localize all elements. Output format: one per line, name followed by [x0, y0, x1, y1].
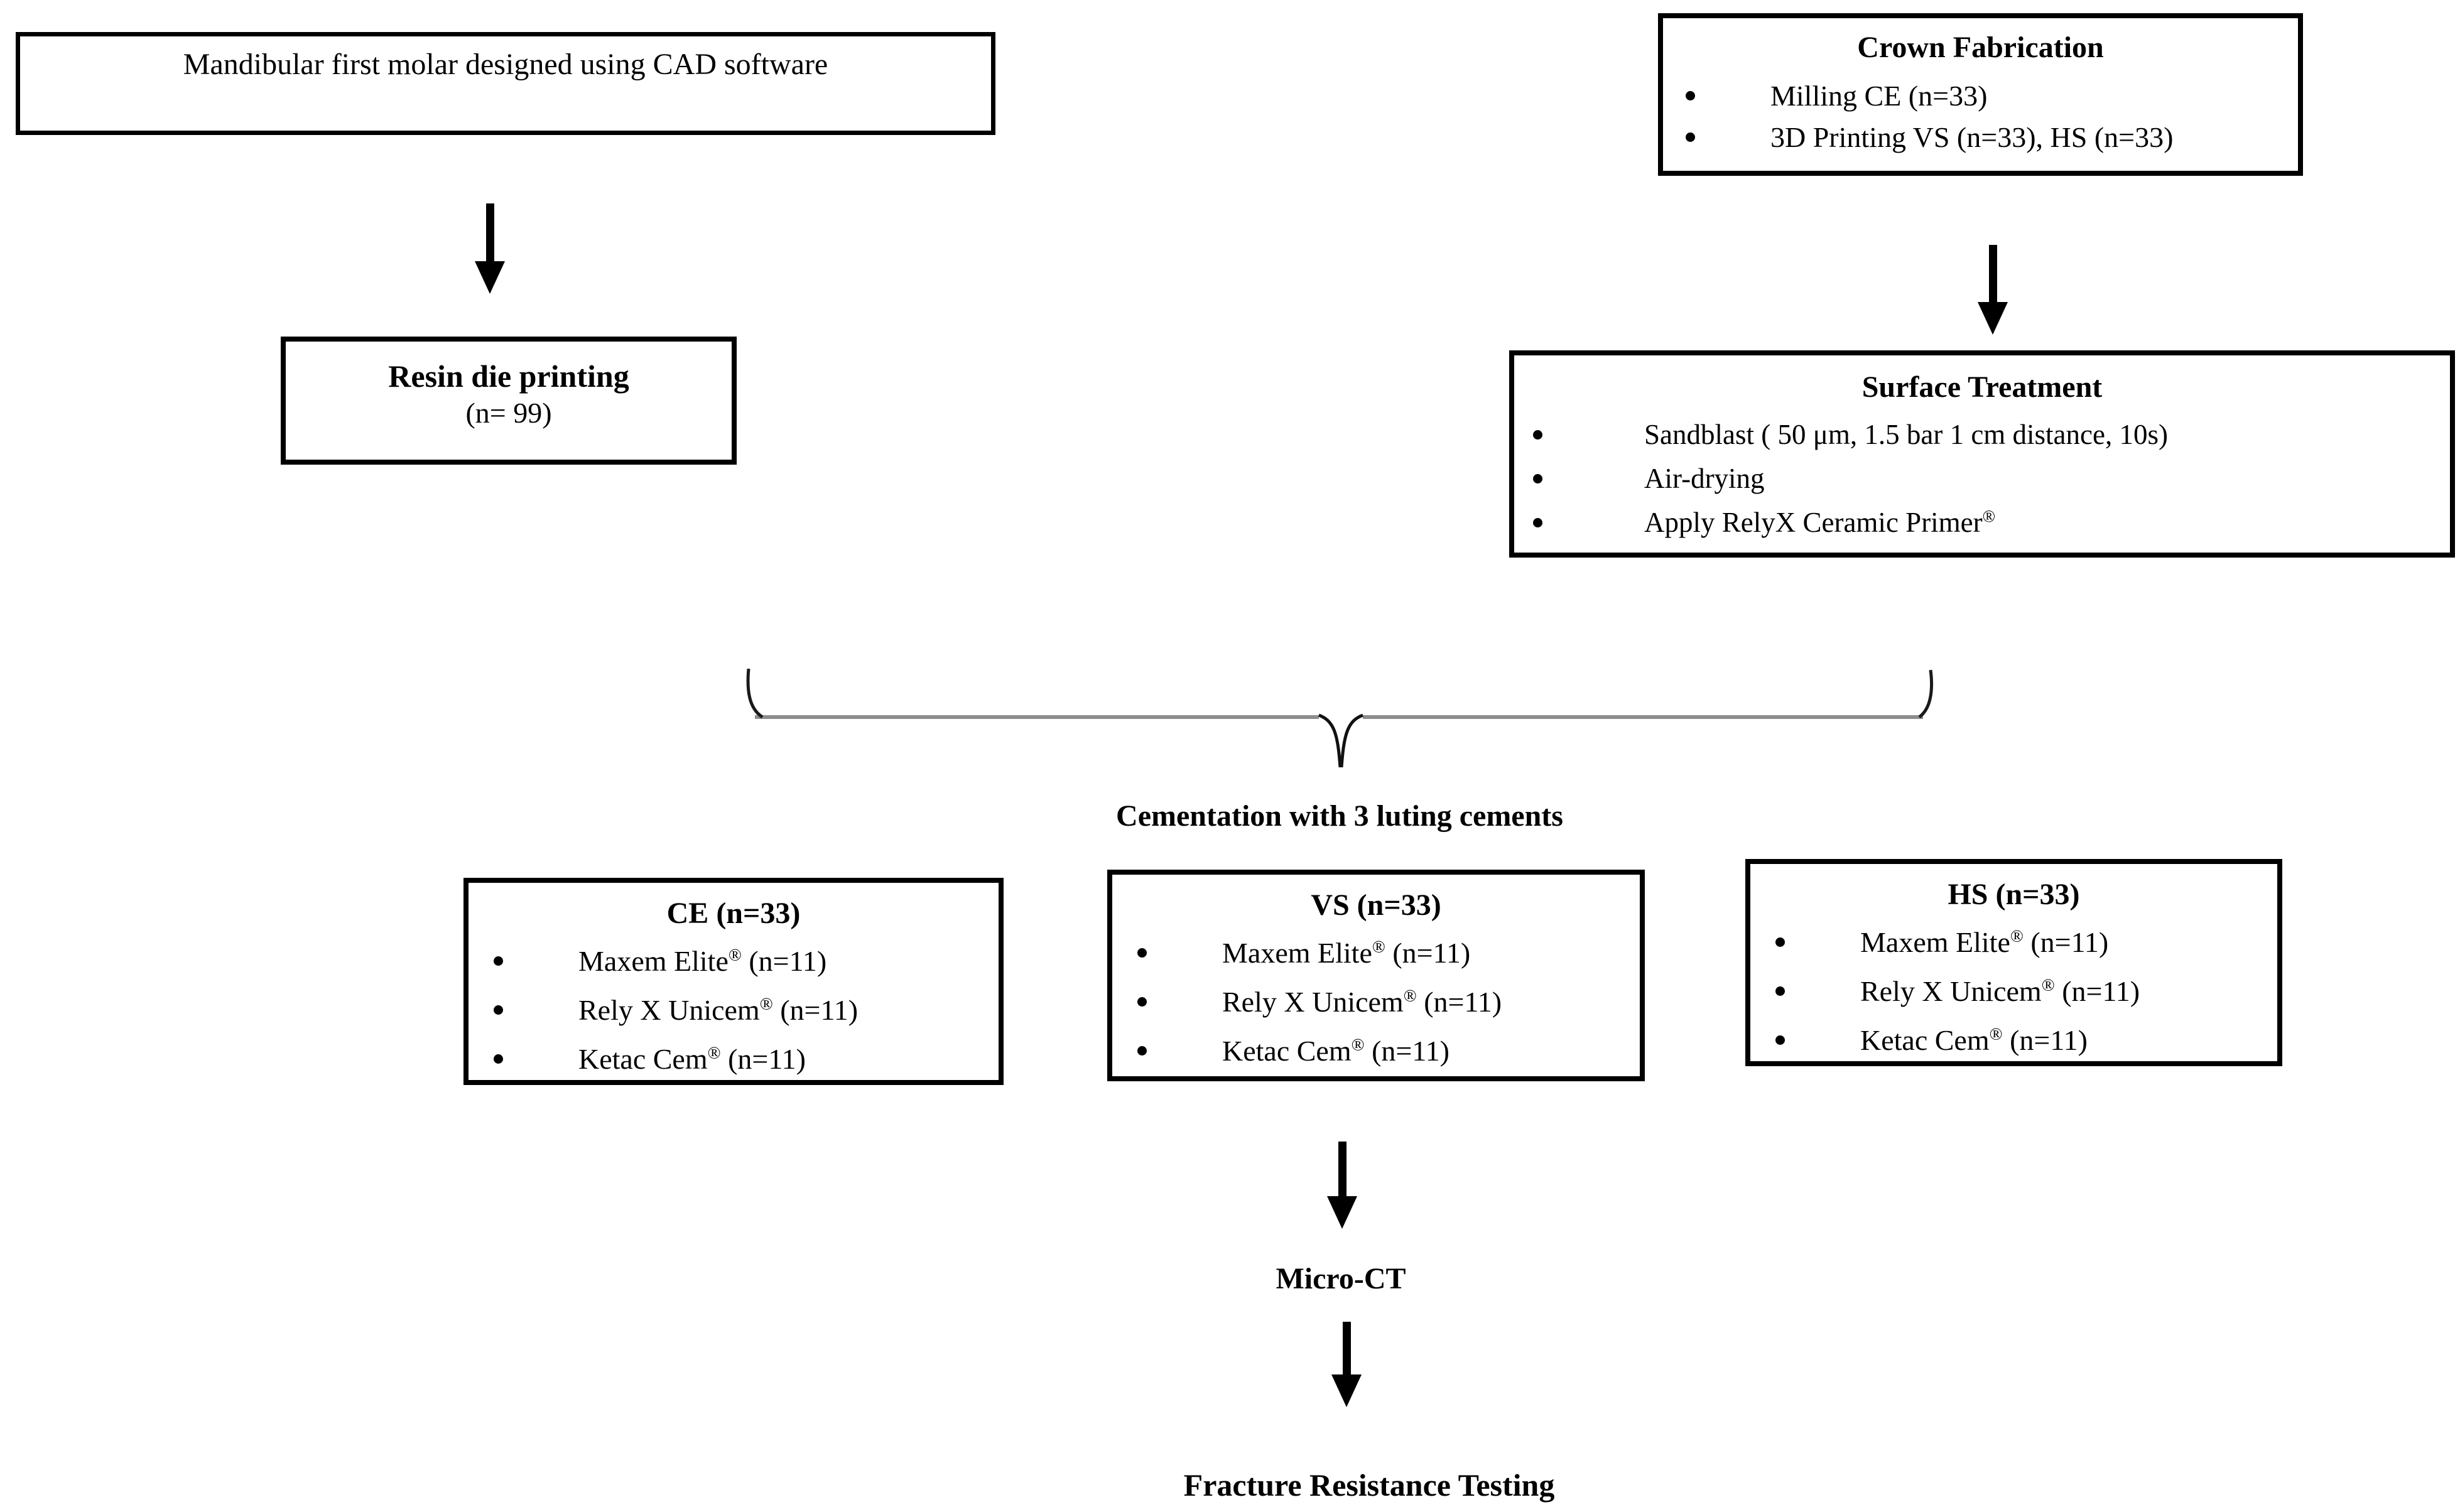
- bullet-dot-icon: [1533, 429, 1542, 440]
- bullet-text: Sandblast ( 50 μm, 1.5 bar 1 cm distance…: [1644, 419, 2168, 450]
- list-item: Sandblast ( 50 μm, 1.5 bar 1 cm distance…: [1514, 413, 2450, 456]
- bullet-text: Apply RelyX Ceramic Primer®: [1644, 507, 1996, 538]
- bullet-dot-icon: [1775, 1035, 1785, 1045]
- arrow-shaft: [485, 203, 494, 261]
- bullet-dot-icon: [1533, 473, 1542, 483]
- crown-fabrication-box: Crown Fabrication Milling CE (n=33) 3D P…: [1658, 13, 2303, 176]
- bullet-text: Rely X Unicem® (n=11): [1860, 975, 2140, 1007]
- bullet-text: Rely X Unicem® (n=11): [578, 993, 859, 1026]
- down-arrow-cad-to-resin: [475, 203, 505, 294]
- ce-group-box: CE (n=33) Maxem Elite® (n=11) Rely X Uni…: [463, 878, 1004, 1085]
- cad-design-text: Mandibular first molar designed using CA…: [183, 48, 828, 81]
- list-item: 3D Printing VS (n=33), HS (n=33): [1663, 116, 2298, 158]
- bullet-dot-icon: [494, 1005, 503, 1015]
- bullet-text: Ketac Cem® (n=11): [578, 1042, 806, 1075]
- resin-die-printing-box: Resin die printing (n= 99): [281, 337, 737, 465]
- bullet-dot-icon: [1137, 996, 1147, 1007]
- bullet-text: Ketac Cem® (n=11): [1222, 1034, 1449, 1067]
- resin-box-count: (n= 99): [465, 397, 552, 429]
- surface-treatment-box: Surface Treatment Sandblast ( 50 μm, 1.5…: [1509, 350, 2455, 558]
- crown-box-bullets: Milling CE (n=33) 3D Printing VS (n=33),…: [1663, 75, 2298, 158]
- resin-box-title: Resin die printing: [388, 359, 629, 394]
- list-item: Ketac Cem® (n=11): [1750, 1015, 2277, 1064]
- bullet-text: Rely X Unicem® (n=11): [1222, 985, 1502, 1018]
- ce-box-bullets: Maxem Elite® (n=11) Rely X Unicem® (n=11…: [469, 936, 999, 1083]
- arrow-head-icon: [1331, 1374, 1362, 1407]
- vs-group-box: VS (n=33) Maxem Elite® (n=11) Rely X Uni…: [1107, 870, 1645, 1081]
- arrow-head-icon: [1327, 1196, 1357, 1229]
- arrow-shaft: [1338, 1142, 1346, 1196]
- micro-ct-label: Micro-CT: [1276, 1262, 1406, 1295]
- vs-box-bullets: Maxem Elite® (n=11) Rely X Unicem® (n=11…: [1112, 928, 1640, 1075]
- list-item: Rely X Unicem® (n=11): [469, 985, 999, 1034]
- grouping-brace: [746, 668, 1933, 768]
- bullet-text: Maxem Elite® (n=11): [1222, 936, 1471, 969]
- arrow-head-icon: [475, 261, 505, 294]
- down-arrow-microct-to-fracture: [1331, 1322, 1362, 1407]
- list-item: Ketac Cem® (n=11): [1112, 1026, 1640, 1075]
- list-item: Air-drying: [1514, 456, 2450, 500]
- bullet-text: Maxem Elite® (n=11): [1860, 926, 2109, 958]
- fracture-resistance-label: Fracture Resistance Testing: [1183, 1467, 1555, 1503]
- list-item: Apply RelyX Ceramic Primer®: [1514, 500, 2450, 544]
- bullet-dot-icon: [1775, 986, 1785, 996]
- bullet-dot-icon: [1137, 948, 1147, 958]
- list-item: Ketac Cem® (n=11): [469, 1034, 999, 1083]
- hs-box-title: HS (n=33): [1948, 878, 2080, 911]
- list-item: Rely X Unicem® (n=11): [1112, 977, 1640, 1026]
- down-arrow-crown-to-surface: [1978, 245, 2008, 335]
- list-item: Rely X Unicem® (n=11): [1750, 966, 2277, 1015]
- vs-box-title: VS (n=33): [1311, 888, 1441, 922]
- bullet-dot-icon: [1686, 132, 1695, 142]
- bullet-text: 3D Printing VS (n=33), HS (n=33): [1770, 121, 2174, 153]
- hs-group-box: HS (n=33) Maxem Elite® (n=11) Rely X Uni…: [1745, 859, 2282, 1066]
- bullet-dot-icon: [1775, 937, 1785, 947]
- down-arrow-cement-to-microct: [1327, 1142, 1357, 1229]
- bullet-dot-icon: [494, 956, 503, 966]
- bullet-dot-icon: [1137, 1045, 1147, 1056]
- arrow-shaft: [1342, 1322, 1351, 1374]
- list-item: Milling CE (n=33): [1663, 75, 2298, 116]
- bullet-text: Ketac Cem® (n=11): [1860, 1023, 2088, 1056]
- bullet-text: Maxem Elite® (n=11): [578, 944, 827, 977]
- surface-box-title: Surface Treatment: [1861, 370, 2103, 404]
- bullet-dot-icon: [1533, 517, 1542, 527]
- bullet-dot-icon: [1686, 90, 1695, 100]
- cad-design-box: Mandibular first molar designed using CA…: [16, 32, 995, 135]
- list-item: Maxem Elite® (n=11): [469, 936, 999, 985]
- bullet-dot-icon: [494, 1054, 503, 1064]
- ce-box-title: CE (n=33): [666, 897, 801, 930]
- bullet-text: Milling CE (n=33): [1770, 79, 1988, 112]
- hs-box-bullets: Maxem Elite® (n=11) Rely X Unicem® (n=11…: [1750, 917, 2277, 1064]
- list-item: Maxem Elite® (n=11): [1750, 917, 2277, 966]
- crown-box-title: Crown Fabrication: [1857, 31, 2104, 64]
- surface-box-bullets: Sandblast ( 50 μm, 1.5 bar 1 cm distance…: [1514, 413, 2450, 544]
- cementation-label: Cementation with 3 luting cements: [1116, 799, 1563, 833]
- bullet-text: Air-drying: [1644, 463, 1765, 494]
- arrow-shaft: [1988, 245, 1997, 302]
- arrow-head-icon: [1978, 302, 2008, 335]
- list-item: Maxem Elite® (n=11): [1112, 928, 1640, 977]
